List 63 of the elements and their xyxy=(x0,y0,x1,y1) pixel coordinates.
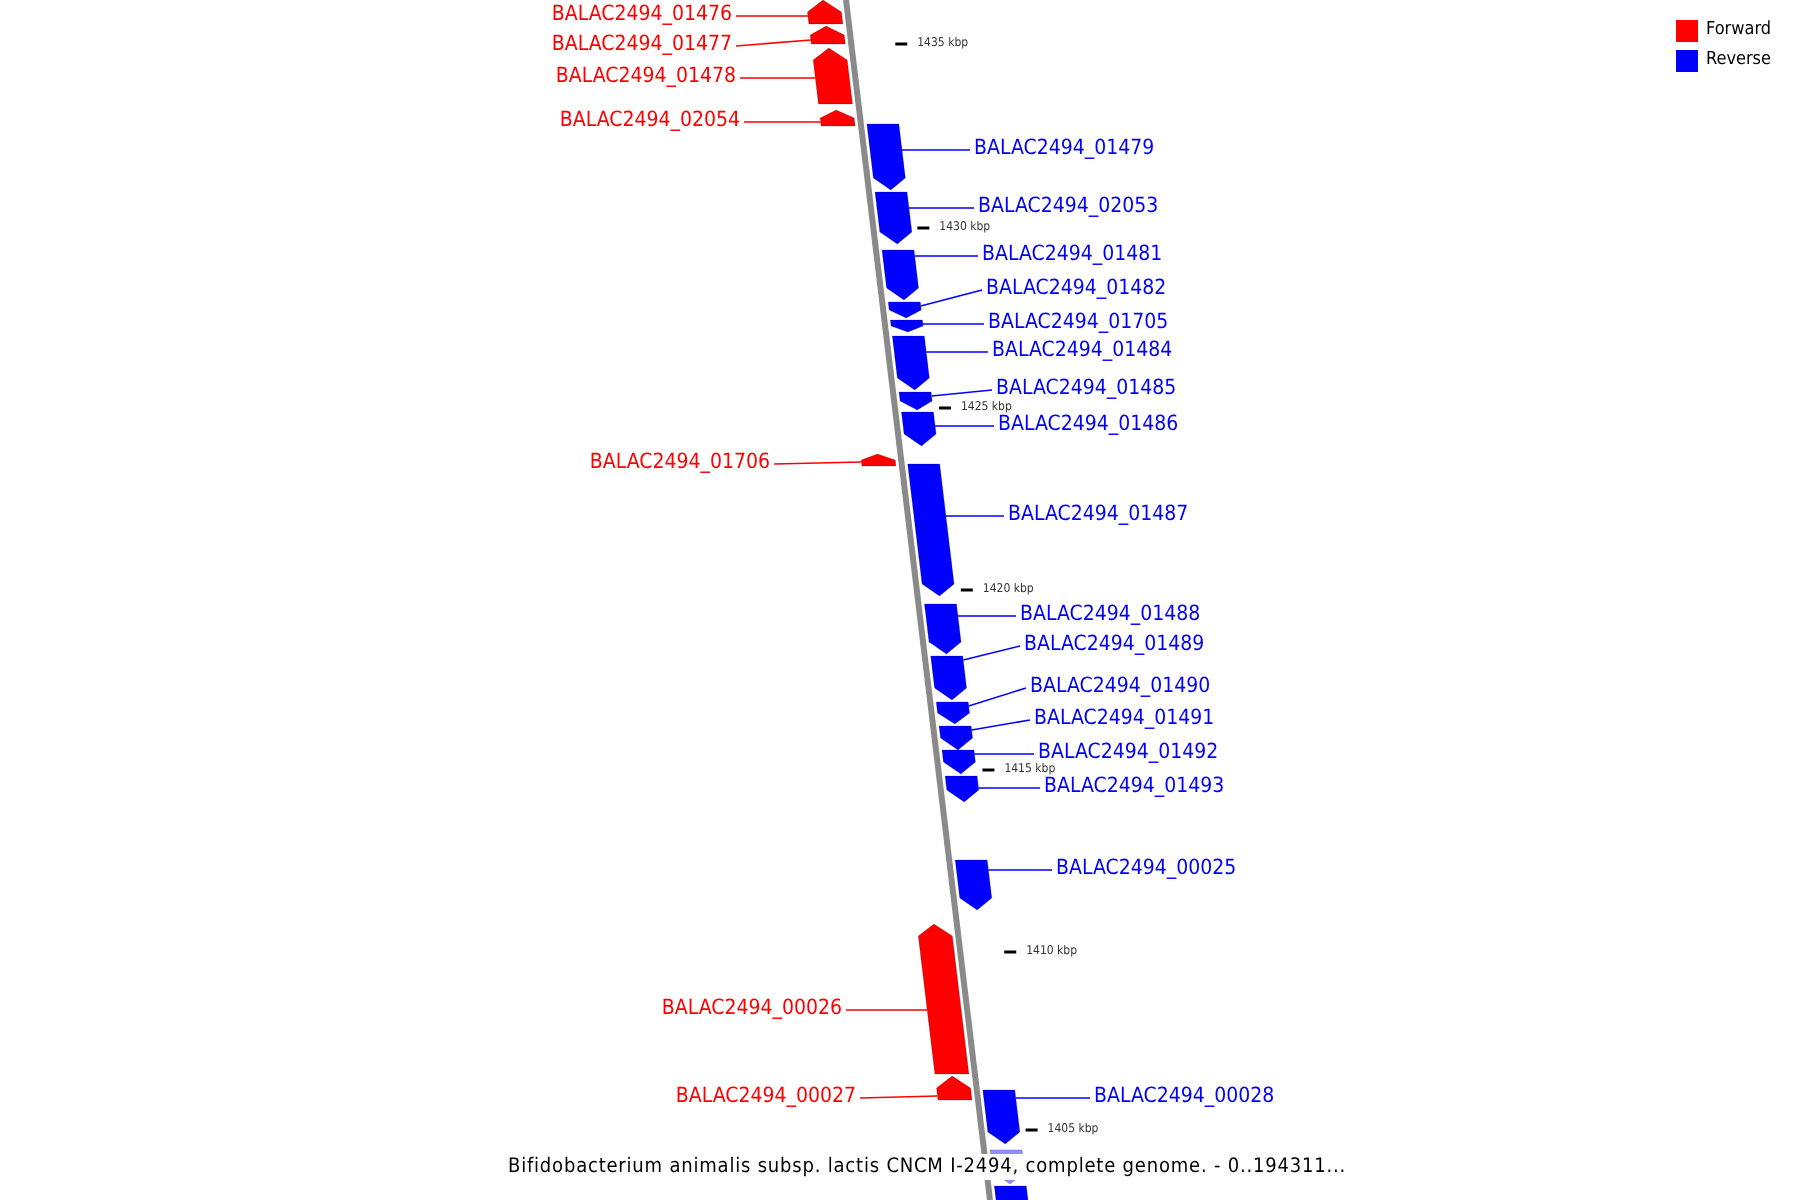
leader-line xyxy=(977,787,1041,789)
gene-feature xyxy=(860,453,897,467)
leader-line xyxy=(970,719,1031,731)
leader-line xyxy=(987,869,1053,871)
leader-line xyxy=(743,121,822,123)
leader-line xyxy=(913,255,979,257)
leader-line xyxy=(925,351,989,353)
gene-label: BALAC2494_00028 xyxy=(1094,1084,1275,1110)
gene-label: BALAC2494_01482 xyxy=(986,276,1167,302)
leader-line xyxy=(908,207,975,209)
gene-label: BALAC2494_00027 xyxy=(675,1084,856,1110)
leader-line xyxy=(735,15,809,17)
leader-line xyxy=(962,645,1021,661)
leader-line xyxy=(967,687,1027,707)
gene-feature xyxy=(954,859,993,911)
gene-label: BALAC2494_01489 xyxy=(1024,632,1205,658)
gene-feature xyxy=(874,191,913,245)
gene-feature xyxy=(866,123,906,191)
gene-feature xyxy=(982,1089,1021,1145)
gene-feature xyxy=(944,775,980,803)
gene-label: BALAC2494_00026 xyxy=(661,996,842,1022)
gene-label: BALAC2494_01706 xyxy=(589,450,770,476)
leader-line xyxy=(739,77,817,79)
gene-label: BALAC2494_01477 xyxy=(551,32,732,58)
leader-line xyxy=(859,1095,939,1099)
leader-line xyxy=(919,289,983,307)
leader-line xyxy=(957,615,1017,617)
leader-line xyxy=(934,425,995,427)
gene-label: BALAC2494_01478 xyxy=(555,64,736,90)
leader-line xyxy=(901,149,971,151)
gene-feature xyxy=(806,0,844,25)
gene-label: BALAC2494_02054 xyxy=(559,108,740,134)
gene-label: BALAC2494_01705 xyxy=(988,310,1169,336)
legend-label: Forward xyxy=(1706,20,1772,42)
gene-label: BALAC2494_01486 xyxy=(998,412,1179,438)
gene-label: BALAC2494_01484 xyxy=(992,338,1173,364)
gene-feature xyxy=(819,109,856,127)
gene-label: BALAC2494_02053 xyxy=(978,194,1159,220)
leader-line xyxy=(973,753,1035,755)
leader-line xyxy=(930,389,993,397)
gene-feature xyxy=(924,603,962,655)
gene-label: BALAC2494_01481 xyxy=(982,242,1163,268)
gene-feature xyxy=(900,411,937,447)
gene-label: BALAC2494_00025 xyxy=(1056,856,1237,882)
gene-label: BALAC2494_01485 xyxy=(996,376,1177,402)
leader-line xyxy=(1014,1097,1091,1099)
leader-line xyxy=(735,39,812,47)
gene-label: BALAC2494_01493 xyxy=(1044,774,1225,800)
gene-label: BALAC2494_01492 xyxy=(1038,740,1219,766)
leader-line xyxy=(922,323,985,325)
gene-label: BALAC2494_01476 xyxy=(551,2,732,28)
gene-label: BALAC2494_01487 xyxy=(1008,502,1189,528)
legend-label: Reverse xyxy=(1706,50,1772,72)
gene-label: BALAC2494_01479 xyxy=(974,136,1155,162)
gene-feature xyxy=(941,749,976,775)
leader-line xyxy=(945,515,1005,517)
gene-label: BALAC2494_01488 xyxy=(1020,602,1201,628)
leader-line xyxy=(773,461,863,465)
gene-label: BALAC2494_01490 xyxy=(1030,674,1211,700)
gene-label: BALAC2494_01491 xyxy=(1034,706,1215,732)
gene-feature xyxy=(938,725,974,751)
gene-feature xyxy=(907,463,955,597)
leader-line xyxy=(845,1009,928,1011)
